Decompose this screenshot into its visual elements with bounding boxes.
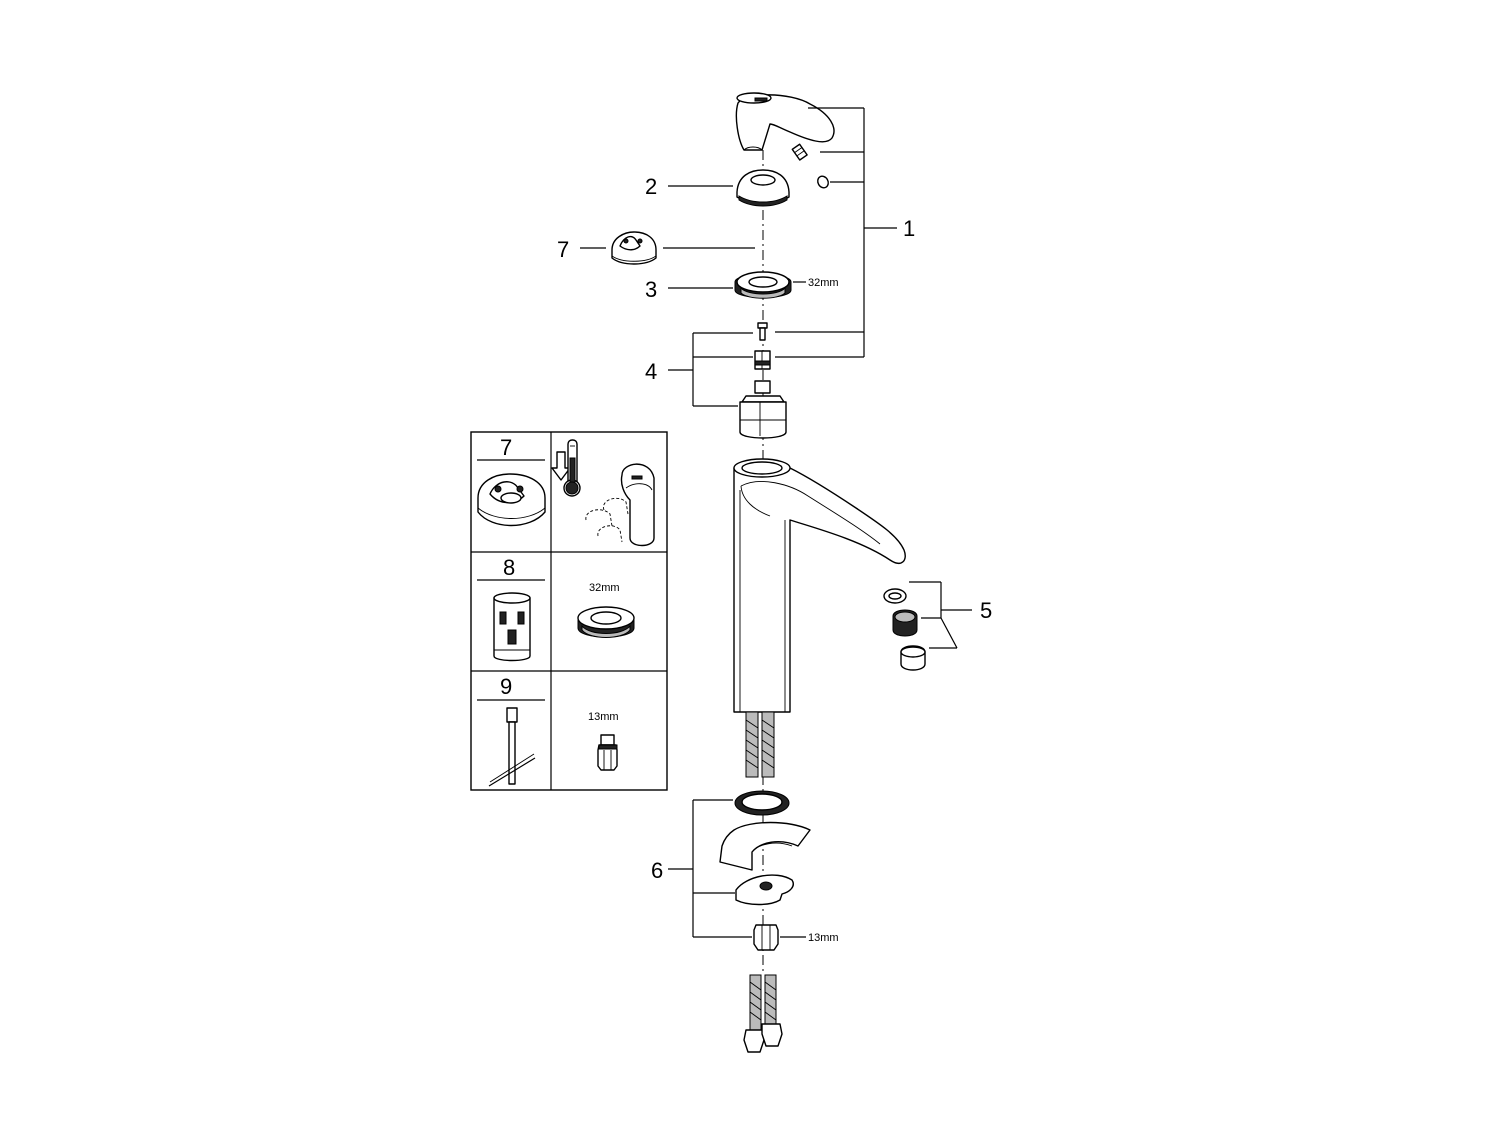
callout-6-bracket bbox=[668, 799, 752, 938]
aerator-insert bbox=[892, 609, 918, 637]
grub-screw bbox=[791, 143, 808, 161]
inset-row3-number: 9 bbox=[500, 674, 512, 699]
stud-dimension-label: 13mm bbox=[808, 932, 839, 944]
flexible-hoses-lower bbox=[743, 974, 783, 1053]
callout-4-label: 4 bbox=[645, 359, 657, 384]
cartridge-nut bbox=[734, 271, 792, 299]
callout-4-bracket bbox=[668, 332, 753, 407]
callout-3-label: 3 bbox=[645, 277, 657, 302]
temperature-limiter-small bbox=[611, 231, 657, 265]
aerator-housing bbox=[900, 645, 926, 671]
callout-7-label: 7 bbox=[557, 237, 569, 262]
inset-nut bbox=[577, 606, 635, 638]
inset-temperature-limiter bbox=[477, 473, 546, 527]
base-gasket bbox=[734, 790, 790, 816]
callout-5-bracket bbox=[909, 581, 972, 649]
inset-threaded-stud bbox=[597, 734, 618, 771]
inset-row1-number: 7 bbox=[500, 435, 512, 460]
flexible-hoses-upper bbox=[745, 711, 775, 778]
callout-2-label: 2 bbox=[645, 174, 657, 199]
lever-handle bbox=[735, 92, 835, 151]
escutcheon-cap bbox=[736, 169, 790, 207]
threaded-stud bbox=[753, 924, 779, 951]
clamp-plate bbox=[735, 874, 794, 906]
aerator-seal bbox=[883, 588, 907, 604]
inset-row3-dimension: 13mm bbox=[588, 711, 619, 723]
thermometer-icon bbox=[563, 439, 581, 497]
callout-6-label: 6 bbox=[651, 858, 663, 883]
spline-adapter bbox=[754, 350, 771, 370]
fixing-screw bbox=[757, 322, 768, 341]
callout-1-bracket bbox=[775, 107, 897, 358]
ceramic-cartridge bbox=[739, 380, 787, 439]
inset-row2-dimension: 32mm bbox=[589, 582, 620, 594]
callout-5-label: 5 bbox=[980, 598, 992, 623]
inset-row2-number: 8 bbox=[503, 555, 515, 580]
callout-1-label: 1 bbox=[903, 216, 915, 241]
handle-cap bbox=[817, 175, 829, 189]
support-plate bbox=[719, 821, 811, 871]
lever-handle-icon bbox=[585, 463, 655, 547]
inset-cartridge-puller bbox=[493, 592, 531, 662]
down-arrow-icon bbox=[551, 451, 571, 481]
nut-dimension-label: 32mm bbox=[808, 277, 839, 289]
tap-body bbox=[733, 458, 906, 713]
inset-temperature-icon-cell bbox=[551, 439, 655, 547]
inset-socket-wrench bbox=[488, 707, 536, 787]
